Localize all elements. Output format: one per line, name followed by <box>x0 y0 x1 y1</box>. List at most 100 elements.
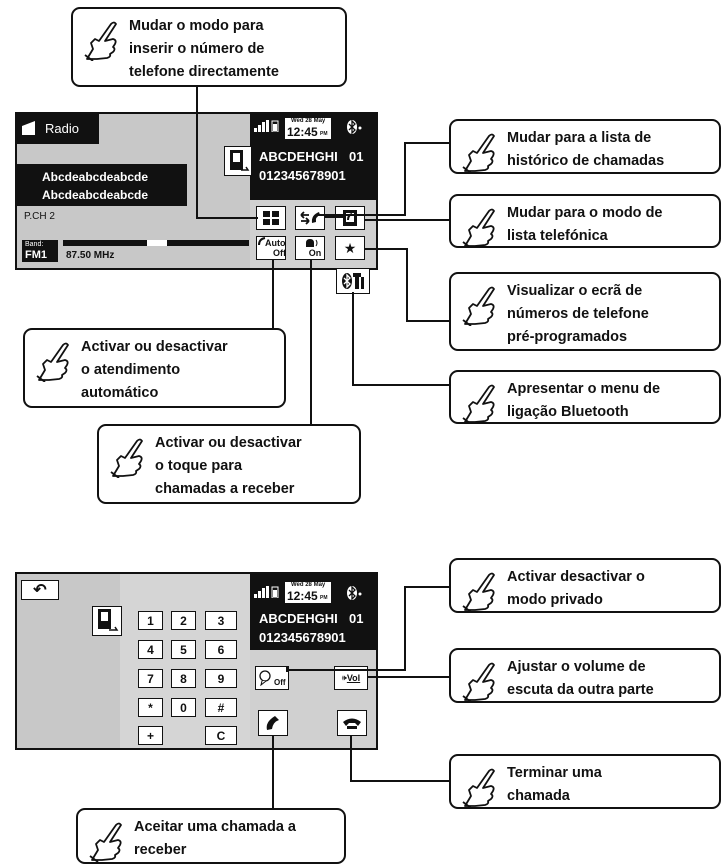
station-title-line2: Abcdeabcdeabcde <box>42 188 149 202</box>
back-icon: ↶ <box>33 582 47 599</box>
key-6[interactable]: 6 <box>205 640 237 659</box>
key-clear[interactable]: C <box>205 726 237 745</box>
bluetooth-icon <box>346 585 364 601</box>
callout-call-history: Mudar para a lista de histórico de chama… <box>449 119 721 174</box>
callout-end-call: Terminar uma chamada <box>449 754 721 809</box>
volume-label: Vol <box>346 673 361 683</box>
key-0[interactable]: 0 <box>171 698 196 717</box>
callout-text: Mudar para a lista de histórico de chama… <box>507 130 665 169</box>
ring-state: On <box>308 248 322 258</box>
bluetooth-menu-button[interactable] <box>336 268 370 294</box>
key-1[interactable]: 1 <box>138 611 163 630</box>
clock-date: Wed 28 May <box>291 118 326 124</box>
callout-text: Aceitar uma chamada a receber <box>134 819 296 858</box>
key-2[interactable]: 2 <box>171 611 196 630</box>
pointing-hand-icon <box>462 662 495 702</box>
clock-ampm: PM <box>320 595 328 601</box>
keypad-icon <box>263 211 279 225</box>
keypad-button[interactable] <box>256 206 286 230</box>
auto-answer-top: Auto <box>265 238 286 248</box>
callout-text: Mudar para o modo de lista telefónica <box>507 205 663 244</box>
station-title-box <box>15 164 187 206</box>
pointing-hand-icon <box>462 384 495 424</box>
callout-text: Mudar o modo para inserir o número de te… <box>129 18 279 80</box>
signal-icon <box>254 586 280 598</box>
callout-auto-answer: Activar ou desactivar o atendimento auto… <box>23 328 286 408</box>
bluetooth-icon <box>346 119 364 135</box>
preset-channel: P.CH 2 <box>24 211 55 222</box>
callout-accept-call: Aceitar uma chamada a receber <box>76 808 346 864</box>
pointing-hand-icon <box>110 438 143 478</box>
key-8[interactable]: 8 <box>171 669 196 688</box>
clock-ampm: PM <box>320 131 328 137</box>
callout-text: Visualizar o ecrã de números de telefone… <box>507 283 649 345</box>
auto-answer-bottom: Off <box>273 248 286 258</box>
phone-number: 012345678901 <box>259 168 346 183</box>
source-label: Radio <box>45 121 79 136</box>
phone-number: 012345678901 <box>259 630 346 645</box>
band-box <box>22 240 58 262</box>
pointing-hand-icon <box>462 768 495 808</box>
key-7[interactable]: 7 <box>138 669 163 688</box>
callout-text: Activar desactivar o modo privado <box>507 569 645 608</box>
clock-date: Wed 28 May <box>291 582 326 588</box>
phone-mode-button[interactable] <box>224 146 252 176</box>
key-4[interactable]: 4 <box>138 640 163 659</box>
clock-time: 12:45 <box>287 589 318 603</box>
keypad-panel <box>120 574 250 748</box>
callout-text: Activar ou desactivar o atendimento auto… <box>81 339 228 401</box>
pointing-hand-icon <box>462 133 495 173</box>
private-mode-icon <box>259 670 271 686</box>
call-history-icon <box>300 211 320 225</box>
key-3[interactable]: 3 <box>205 611 237 630</box>
end-call-button[interactable] <box>337 710 367 736</box>
accept-call-button[interactable] <box>258 710 288 736</box>
pointing-hand-icon <box>36 342 69 382</box>
device-name: ABCDEHGHI <box>259 611 338 626</box>
key-9[interactable]: 9 <box>205 669 237 688</box>
clock-box <box>284 117 332 140</box>
device-name: ABCDEHGHI <box>259 149 338 164</box>
callout-text: Activar ou desactivar o toque para chama… <box>155 435 302 497</box>
signal-icon <box>254 120 280 132</box>
private-mode-button[interactable]: Off <box>255 666 289 690</box>
preset-numbers-button[interactable]: ★ <box>335 236 365 260</box>
callout-text: Apresentar o menu de ligação Bluetooth <box>507 381 661 420</box>
callout-preset-numbers: Visualizar o ecrã de números de telefone… <box>449 272 721 351</box>
callout-text: Ajustar o volume de escuta da outra part… <box>507 659 654 698</box>
station-title-line1: Abcdeabcdeabcde <box>42 170 149 184</box>
call-history-button[interactable] <box>295 206 325 230</box>
radio-icon <box>21 120 41 136</box>
key-5[interactable]: 5 <box>171 640 196 659</box>
phonebook-icon <box>343 210 357 226</box>
hang-up-icon <box>343 718 361 729</box>
pointing-hand-icon <box>462 208 495 248</box>
frequency-indicator <box>147 240 167 246</box>
bell-icon <box>306 239 318 247</box>
callout-direct-number: Mudar o modo para inserir o número de te… <box>71 7 347 87</box>
pointing-hand-icon <box>84 21 117 61</box>
ring-tone-button[interactable]: On <box>295 236 325 260</box>
band-label: Band: <box>25 241 44 248</box>
phonebook-button[interactable] <box>335 206 365 230</box>
pointing-hand-icon <box>462 286 495 326</box>
callout-volume: Ajustar o volume de escuta da outra part… <box>449 648 721 703</box>
phone-handset-icon <box>266 716 279 730</box>
auto-answer-phone-icon <box>258 237 266 246</box>
clock-box <box>284 581 332 604</box>
callout-phonebook: Mudar para o modo de lista telefónica <box>449 194 721 248</box>
callout-ring-tone: Activar ou desactivar o toque para chama… <box>97 424 361 504</box>
key-star[interactable]: * <box>138 698 163 717</box>
callout-private-mode: Activar desactivar o modo privado <box>449 558 721 613</box>
star-icon: ★ <box>343 239 357 256</box>
band-value: FM1 <box>25 249 47 261</box>
callout-bluetooth-menu: Apresentar o menu de ligação Bluetooth <box>449 370 721 424</box>
clock-time: 12:45 <box>287 125 318 139</box>
phone-mode-icon <box>92 606 122 636</box>
key-hash[interactable]: # <box>205 698 237 717</box>
key-plus[interactable]: + <box>138 726 163 745</box>
device-number: 01 <box>349 611 364 626</box>
back-button[interactable]: ↶ <box>21 580 59 600</box>
private-state: Off <box>274 677 286 687</box>
auto-answer-button[interactable]: Auto Off <box>256 236 286 260</box>
